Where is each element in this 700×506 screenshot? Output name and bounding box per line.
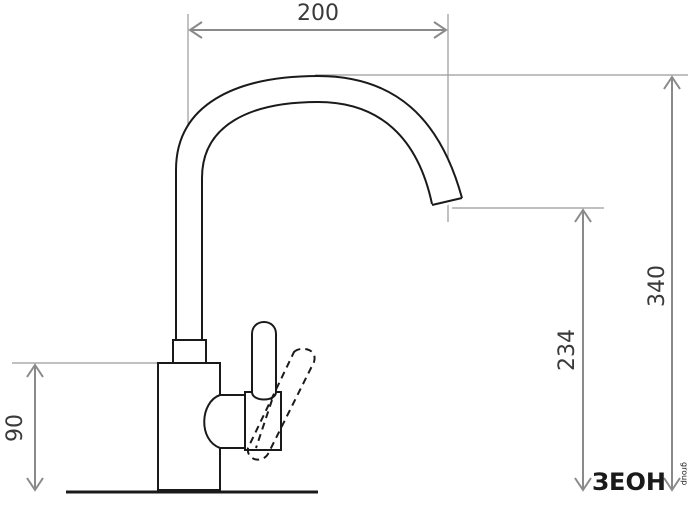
dimension-total-height-label: 340	[645, 265, 670, 307]
brand-logo-sub: group	[680, 462, 689, 485]
dimension-spout-height-label: 234	[555, 329, 580, 371]
spout-outlet	[431, 197, 463, 206]
dimension-reach: 200	[188, 1, 448, 39]
dimension-total-height: 340	[645, 75, 681, 492]
spout-inner-curve	[201, 100, 433, 340]
spout-neck-ring	[172, 339, 207, 364]
brand-logo: ЗЕОН group	[592, 462, 689, 496]
dimension-spout-height: 234	[555, 208, 592, 492]
lever-handle-open-position	[246, 347, 316, 461]
dimension-base-height: 90	[3, 363, 44, 492]
lever-handle	[251, 321, 277, 401]
cartridge-housing	[203, 394, 246, 449]
dimension-reach-label: 200	[297, 1, 339, 26]
dimension-base-height-label: 90	[3, 414, 28, 442]
brand-logo-wordmark: ЗЕОН	[592, 468, 666, 496]
